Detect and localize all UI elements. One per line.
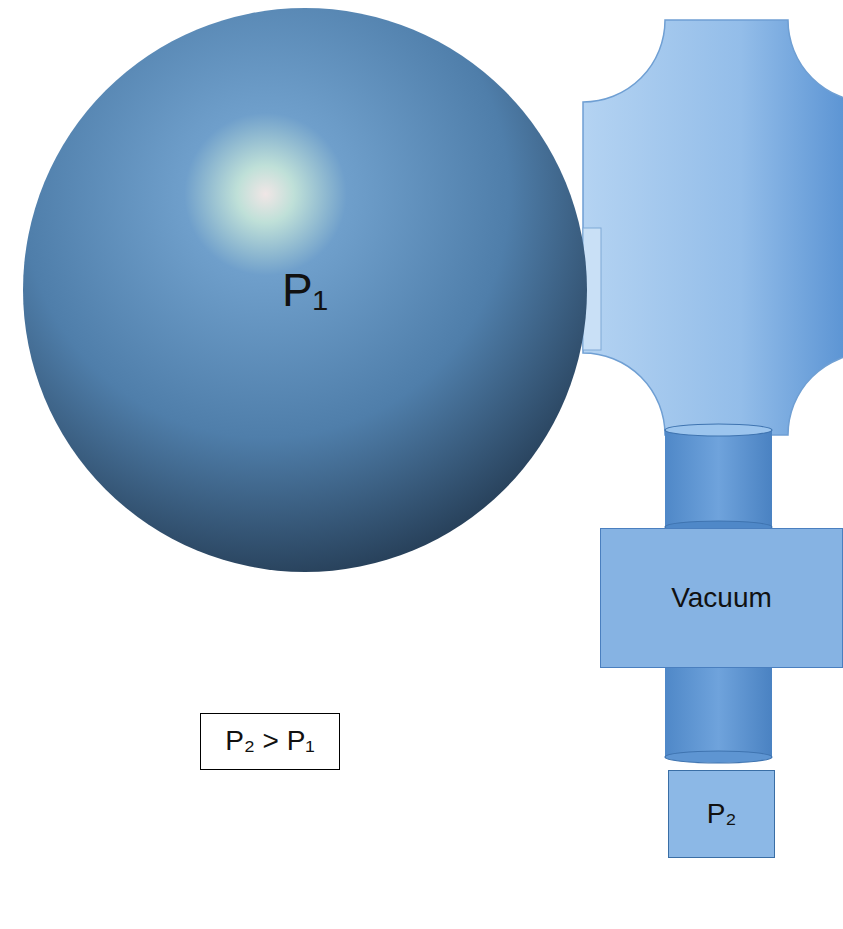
node-label: P₁ [282, 264, 328, 317]
sphere-body [23, 8, 587, 572]
pressure-box: P₂ [668, 770, 775, 858]
node-label: P₂ > P₁ [225, 725, 315, 757]
node-label: Vacuum [671, 582, 772, 614]
pressure-note: P₂ > P₁ [200, 713, 340, 770]
vacuum-chamber: Vacuum [600, 528, 843, 668]
pressure-sphere: P₁ [22, 7, 588, 573]
upper-tube [665, 430, 772, 528]
cross-fitting [583, 20, 843, 435]
upper-tube-rim [665, 424, 772, 436]
node-label: P₂ [707, 798, 737, 830]
lower-tube-rim [665, 751, 772, 763]
lower-tube [665, 664, 772, 758]
